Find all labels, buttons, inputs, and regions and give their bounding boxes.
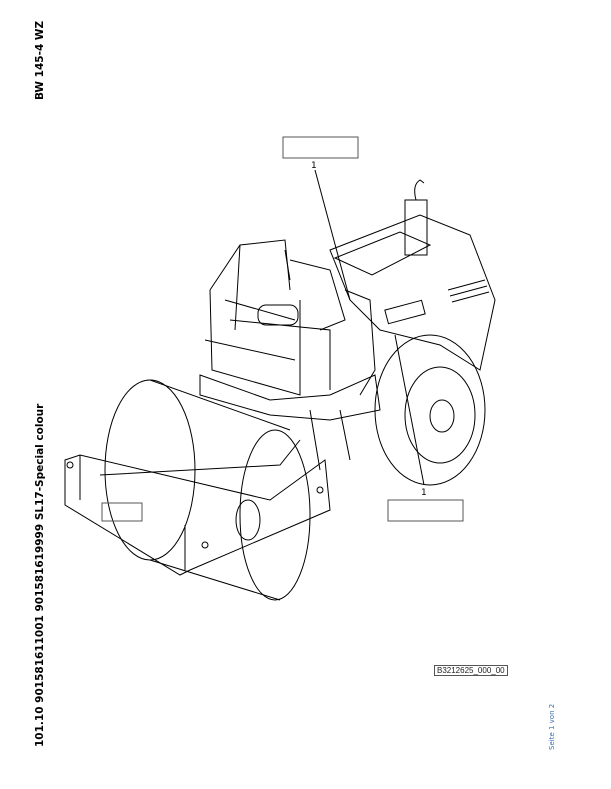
label-placeholder-top bbox=[282, 136, 359, 159]
label-placeholder-bottom bbox=[387, 499, 464, 522]
callout-1-top: 1 bbox=[311, 161, 317, 171]
drawing-reference-number: B3212625_000_00 bbox=[434, 665, 508, 676]
callout-1-bottom: 1 bbox=[421, 488, 427, 498]
